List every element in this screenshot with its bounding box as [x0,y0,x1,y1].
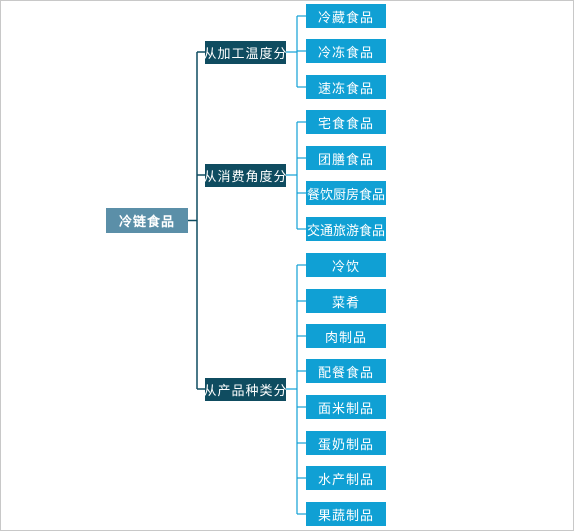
leaf-node: 宅食食品 [306,110,386,134]
leaf-node: 面米制品 [306,395,386,419]
leaf-node: 果蔬制品 [306,502,386,526]
leaf-node: 餐饮厨房食品 [306,181,386,205]
leaf-node: 交通旅游食品 [306,217,386,241]
leaf-node: 蛋奶制品 [306,431,386,455]
leaf-node: 菜肴 [306,289,386,313]
leaf-node: 肉制品 [306,324,386,348]
leaf-node: 配餐食品 [306,359,386,383]
root-node: 冷链食品 [106,208,188,233]
leaf-node: 冷冻食品 [306,39,386,63]
group-node-product-type: 从产品种类分 [204,378,287,401]
leaf-node: 团膳食品 [306,146,386,170]
leaf-node: 冷饮 [306,253,386,277]
leaf-node: 速冻食品 [306,75,386,99]
group-node-consumption-perspective: 从消费角度分 [204,164,287,187]
leaf-node: 水产制品 [306,466,386,490]
leaf-node: 冷藏食品 [306,4,386,28]
group-node-processing-temperature: 从加工温度分 [204,41,287,64]
